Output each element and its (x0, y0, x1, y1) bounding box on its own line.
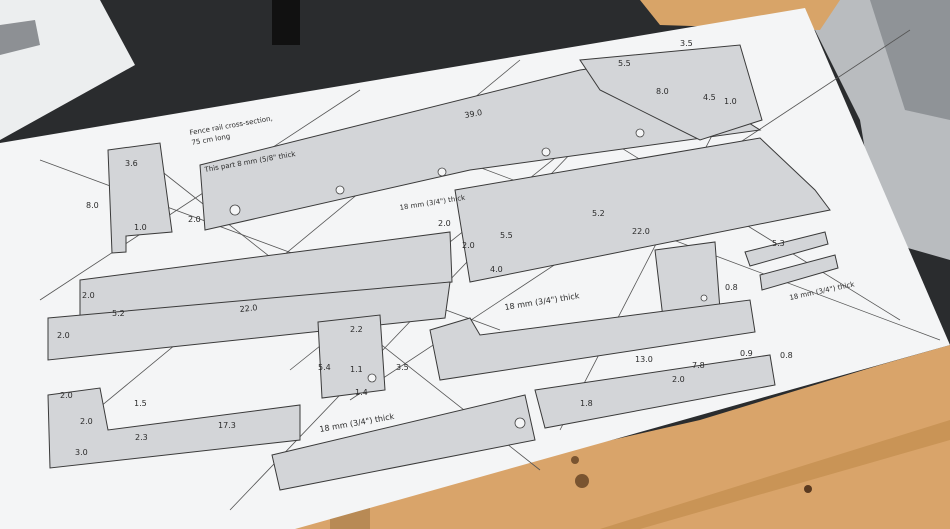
dim-3-0: 3.0 (75, 448, 88, 457)
center-right-plate (454, 137, 831, 283)
dim-5-5a: 5.5 (618, 59, 631, 68)
dim-0-9: 0.9 (740, 349, 753, 358)
fence-rail-part (107, 142, 173, 254)
dim-8-0a: 8.0 (86, 201, 99, 210)
dim-5-4: 5.4 (318, 363, 331, 372)
left-long-plate-front (47, 281, 451, 361)
dim-8-0b: 8.0 (656, 87, 669, 96)
dim-2-0d: 2.0 (82, 291, 95, 300)
black-object (272, 0, 300, 45)
dim-2-0f: 2.0 (672, 375, 685, 384)
dim-0-8b: 0.8 (780, 351, 793, 360)
dim-3-5a: 3.5 (680, 39, 693, 48)
dim-17-3: 17.3 (218, 421, 236, 430)
dim-1-0b: 1.0 (724, 97, 737, 106)
dim-0-8a: 0.8 (725, 283, 738, 292)
dim-2-3: 2.3 (135, 433, 148, 442)
dim-4-5: 4.5 (703, 93, 716, 102)
dim-2-0e: 2.0 (57, 331, 70, 340)
paper-sheet-small-print (0, 20, 40, 55)
dim-5-3: 5.3 (772, 239, 785, 248)
left-long-plate (79, 231, 453, 321)
dim-22-0a: 22.0 (632, 227, 650, 236)
dim-1-5: 1.5 (134, 399, 147, 408)
dim-2-0b: 2.0 (438, 219, 451, 228)
dim-22-0b: 22.0 (239, 303, 258, 314)
dim-5-2b: 5.2 (112, 309, 125, 318)
dim-3-5b: 3.5 (396, 363, 409, 372)
dim-1-4: 1.4 (355, 388, 368, 397)
wood-knot (575, 474, 589, 488)
dim-7-8: 7.8 (692, 361, 705, 370)
wood-knot-3 (804, 485, 812, 493)
dim-13-0: 13.0 (635, 355, 653, 364)
dim-3-6: 3.6 (125, 159, 138, 168)
dim-39-0: 39.0 (464, 108, 483, 120)
dim-1-0: 1.0 (134, 223, 147, 232)
dim-1-1: 1.1 (350, 365, 363, 374)
dim-2-2: 2.2 (350, 325, 363, 334)
middle-diagonal-part (429, 299, 756, 381)
dim-2-0h: 2.0 (80, 417, 93, 426)
dim-5-5b: 5.5 (500, 231, 513, 240)
small-strip-upper (744, 231, 829, 267)
dim-5-2a: 5.2 (592, 209, 605, 218)
wood-grain (600, 420, 950, 529)
metal-machine-shade (870, 0, 950, 120)
bottom-right-part (534, 354, 776, 429)
dim-2-0a: 2.0 (188, 215, 201, 224)
small-strip-lower (759, 254, 839, 291)
bottom-long-part (271, 394, 536, 491)
dim-4-0: 4.0 (490, 265, 503, 274)
bottom-left-stepped-part (47, 387, 301, 469)
wood-knot-2 (571, 456, 579, 464)
dim-2-0g: 2.0 (60, 391, 73, 400)
top-right-block (579, 44, 763, 141)
dim-1-8: 1.8 (580, 399, 593, 408)
holes (229, 128, 708, 429)
dim-2-0c: 2.0 (462, 241, 475, 250)
